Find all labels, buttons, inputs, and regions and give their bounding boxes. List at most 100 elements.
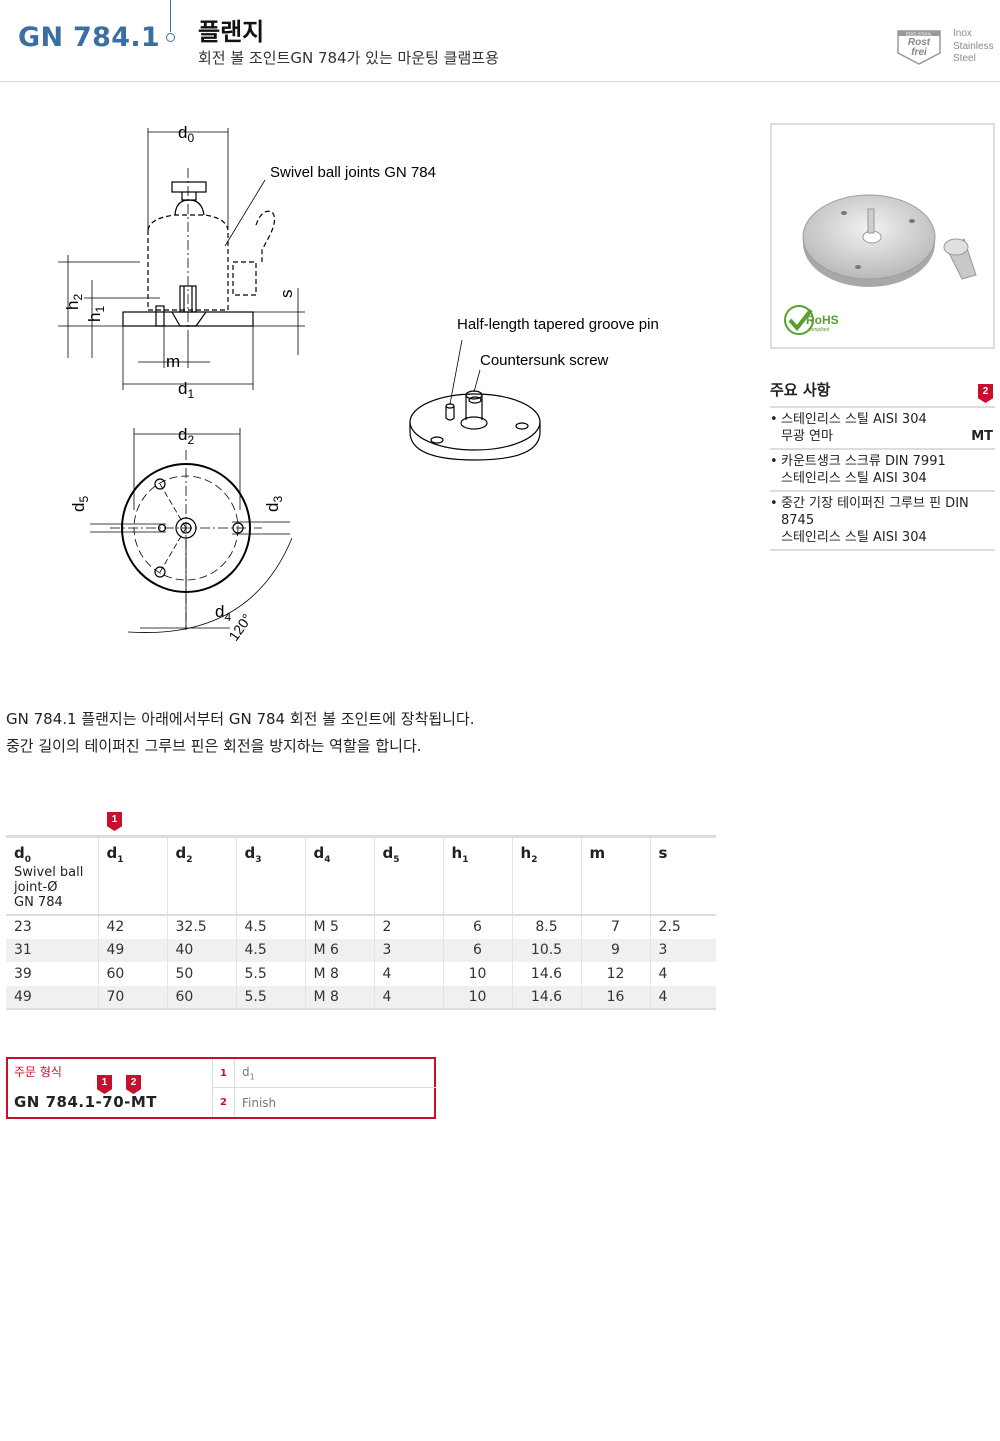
- table-cell: 5.5: [236, 962, 306, 986]
- flange-photo-image: RoHS compliant: [784, 194, 977, 335]
- table-cell: 6: [443, 938, 513, 962]
- order-legend-num: 1: [213, 1059, 235, 1087]
- table-cell: M 8: [305, 962, 375, 986]
- table-cell: 12: [581, 962, 651, 986]
- order-legend-row: 1 d1: [213, 1059, 436, 1088]
- reference-marker: 1: [107, 812, 122, 831]
- col-d4: d4: [305, 835, 375, 916]
- technical-drawing: d0 d1 m Swivel ball joints GN 784 h2 h1 …: [58, 123, 659, 644]
- inox-line: Inox: [953, 28, 972, 39]
- page-title: 플랜지: [198, 18, 265, 46]
- table-cell: 5.5: [236, 985, 306, 1010]
- table-cell: 10.5: [512, 938, 582, 962]
- col-m: m: [581, 835, 651, 916]
- table-row: 31 49 40 4.5 M 6 3 6 10.5 9 3: [6, 938, 716, 962]
- table-cell: 7: [581, 915, 651, 939]
- reference-marker: 2: [126, 1075, 141, 1094]
- order-legend-row: 2 Finish: [213, 1088, 436, 1117]
- order-legend: 1 d1 2 Finish: [212, 1059, 436, 1117]
- label-swivel-joints: Swivel ball joints GN 784: [270, 164, 436, 181]
- table-cell: 4: [374, 985, 444, 1010]
- inox-line: Steel: [953, 53, 976, 64]
- table-cell: 9: [581, 938, 651, 962]
- order-legend-text: Finish: [242, 1095, 277, 1110]
- dim-s-label: s: [277, 290, 296, 299]
- swivel-joint-outline: [147, 210, 276, 311]
- table-cell: 2: [374, 915, 444, 939]
- table-header-row: d0 Swivel ball joint-Ø GN 784 d1 d2 d3 d…: [6, 835, 716, 916]
- bullet-icon: •: [770, 496, 778, 511]
- feature-item: • 스테인리스 스틸 AISI 304 무광 연마 MT: [770, 408, 995, 450]
- table-cell: 31: [6, 938, 99, 962]
- col-d1: d1: [98, 835, 168, 916]
- table-cell: 3: [650, 938, 716, 962]
- table-cell: 49: [6, 985, 99, 1010]
- col-d3: d3: [236, 835, 306, 916]
- table-cell: 14.6: [512, 962, 582, 986]
- table-cell: 6: [443, 915, 513, 939]
- table-row: 23 42 32.5 4.5 M 5 2 6 8.5 7 2.5: [6, 915, 716, 939]
- key-features: 주요 사항 2 • 스테인리스 스틸 AISI 304 무광 연마 MT • 카…: [770, 378, 995, 551]
- order-example-box: 주문 형식 1 2 GN 784.1-70-MT 1 d1 2 Finish: [6, 1057, 436, 1119]
- dimensions-table: d0 Swivel ball joint-Ø GN 784 d1 d2 d3 d…: [6, 835, 716, 1010]
- table-cell: 42: [98, 915, 168, 939]
- table-cell: 10: [443, 962, 513, 986]
- table-cell: 10: [443, 985, 513, 1010]
- feature-item: • 중간 기장 테이퍼진 그루브 핀 DIN 8745 스테인리스 스틸 AIS…: [770, 492, 995, 551]
- feature-line: 중간 기장 테이퍼진 그루브 핀 DIN: [781, 496, 969, 511]
- table-cell: 32.5: [167, 915, 237, 939]
- badge-line1: EDELSTAHL: [906, 31, 932, 36]
- col-d0-note: Swivel ball: [14, 865, 84, 880]
- rohs-label: RoHS: [806, 313, 839, 327]
- dim-d5-label: d5: [69, 496, 91, 512]
- col-h1: h1: [443, 835, 513, 916]
- table-cell: 4: [374, 962, 444, 986]
- table-cell: 50: [167, 962, 237, 986]
- reference-marker: 1: [97, 1075, 112, 1094]
- col-d5: d5: [374, 835, 444, 916]
- dim-h1-label: h1: [85, 306, 107, 322]
- col-d0-note: GN 784: [14, 895, 63, 910]
- table-cell: 60: [167, 985, 237, 1010]
- table-row: 39 60 50 5.5 M 8 4 10 14.6 12 4: [6, 962, 716, 986]
- table-cell: 70: [98, 985, 168, 1010]
- table-cell: 3: [374, 938, 444, 962]
- bullet-icon: •: [770, 412, 778, 427]
- feature-line: 8745: [781, 513, 815, 528]
- header-divider-dot: [166, 33, 175, 42]
- key-features-title: 주요 사항 2: [770, 378, 995, 408]
- table-cell: 14.6: [512, 985, 582, 1010]
- flange-top-view: [90, 428, 293, 633]
- table-cell: M 8: [305, 985, 375, 1010]
- order-code: GN 784.1-70-MT: [14, 1093, 158, 1111]
- table-cell: 4.5: [236, 938, 306, 962]
- badge-line2: Rost: [908, 37, 931, 48]
- reference-marker: 2: [978, 384, 993, 403]
- page-subtitle: 회전 볼 조인트GN 784가 있는 마운팅 클램프용: [198, 49, 499, 67]
- inox-label: Inox Stainless Steel: [953, 28, 994, 66]
- table-cell: 49: [98, 938, 168, 962]
- product-description: GN 784.1 플랜지는 아래에서부터 GN 784 회전 볼 조인트에 장착…: [6, 706, 475, 760]
- feature-line: 스테인리스 스틸 AISI 304: [781, 412, 927, 427]
- table-row: 49 70 60 5.5 M 8 4 10 14.6 16 4: [6, 985, 716, 1010]
- finish-code: MT: [971, 429, 993, 444]
- label-countersunk-screw: Countersunk screw: [480, 352, 609, 369]
- col-d0: d0 Swivel ball joint-Ø GN 784: [6, 835, 99, 916]
- col-d0-note: joint-Ø: [14, 880, 58, 895]
- col-s: s: [650, 835, 716, 916]
- bullet-icon: •: [770, 454, 778, 469]
- description-line: GN 784.1 플랜지는 아래에서부터 GN 784 회전 볼 조인트에 장착…: [6, 710, 475, 728]
- table-cell: M 6: [305, 938, 375, 962]
- table-cell: 60: [98, 962, 168, 986]
- feature-line: 무광 연마: [781, 429, 833, 444]
- table-cell: 39: [6, 962, 99, 986]
- rostfrei-badge-icon: EDELSTAHL Rost frei: [897, 30, 941, 65]
- feature-line: 스테인리스 스틸 AISI 304: [781, 471, 927, 486]
- table-cell: 40: [167, 938, 237, 962]
- table-cell: 16: [581, 985, 651, 1010]
- description-line: 중간 길이의 테이퍼진 그루브 핀은 회전을 방지하는 역할을 합니다.: [6, 737, 422, 755]
- table-cell: 23: [6, 915, 99, 939]
- label-groove-pin: Half-length tapered groove pin: [457, 316, 659, 333]
- dim-m-label: m: [166, 352, 180, 371]
- badge-line3: frei: [911, 47, 927, 58]
